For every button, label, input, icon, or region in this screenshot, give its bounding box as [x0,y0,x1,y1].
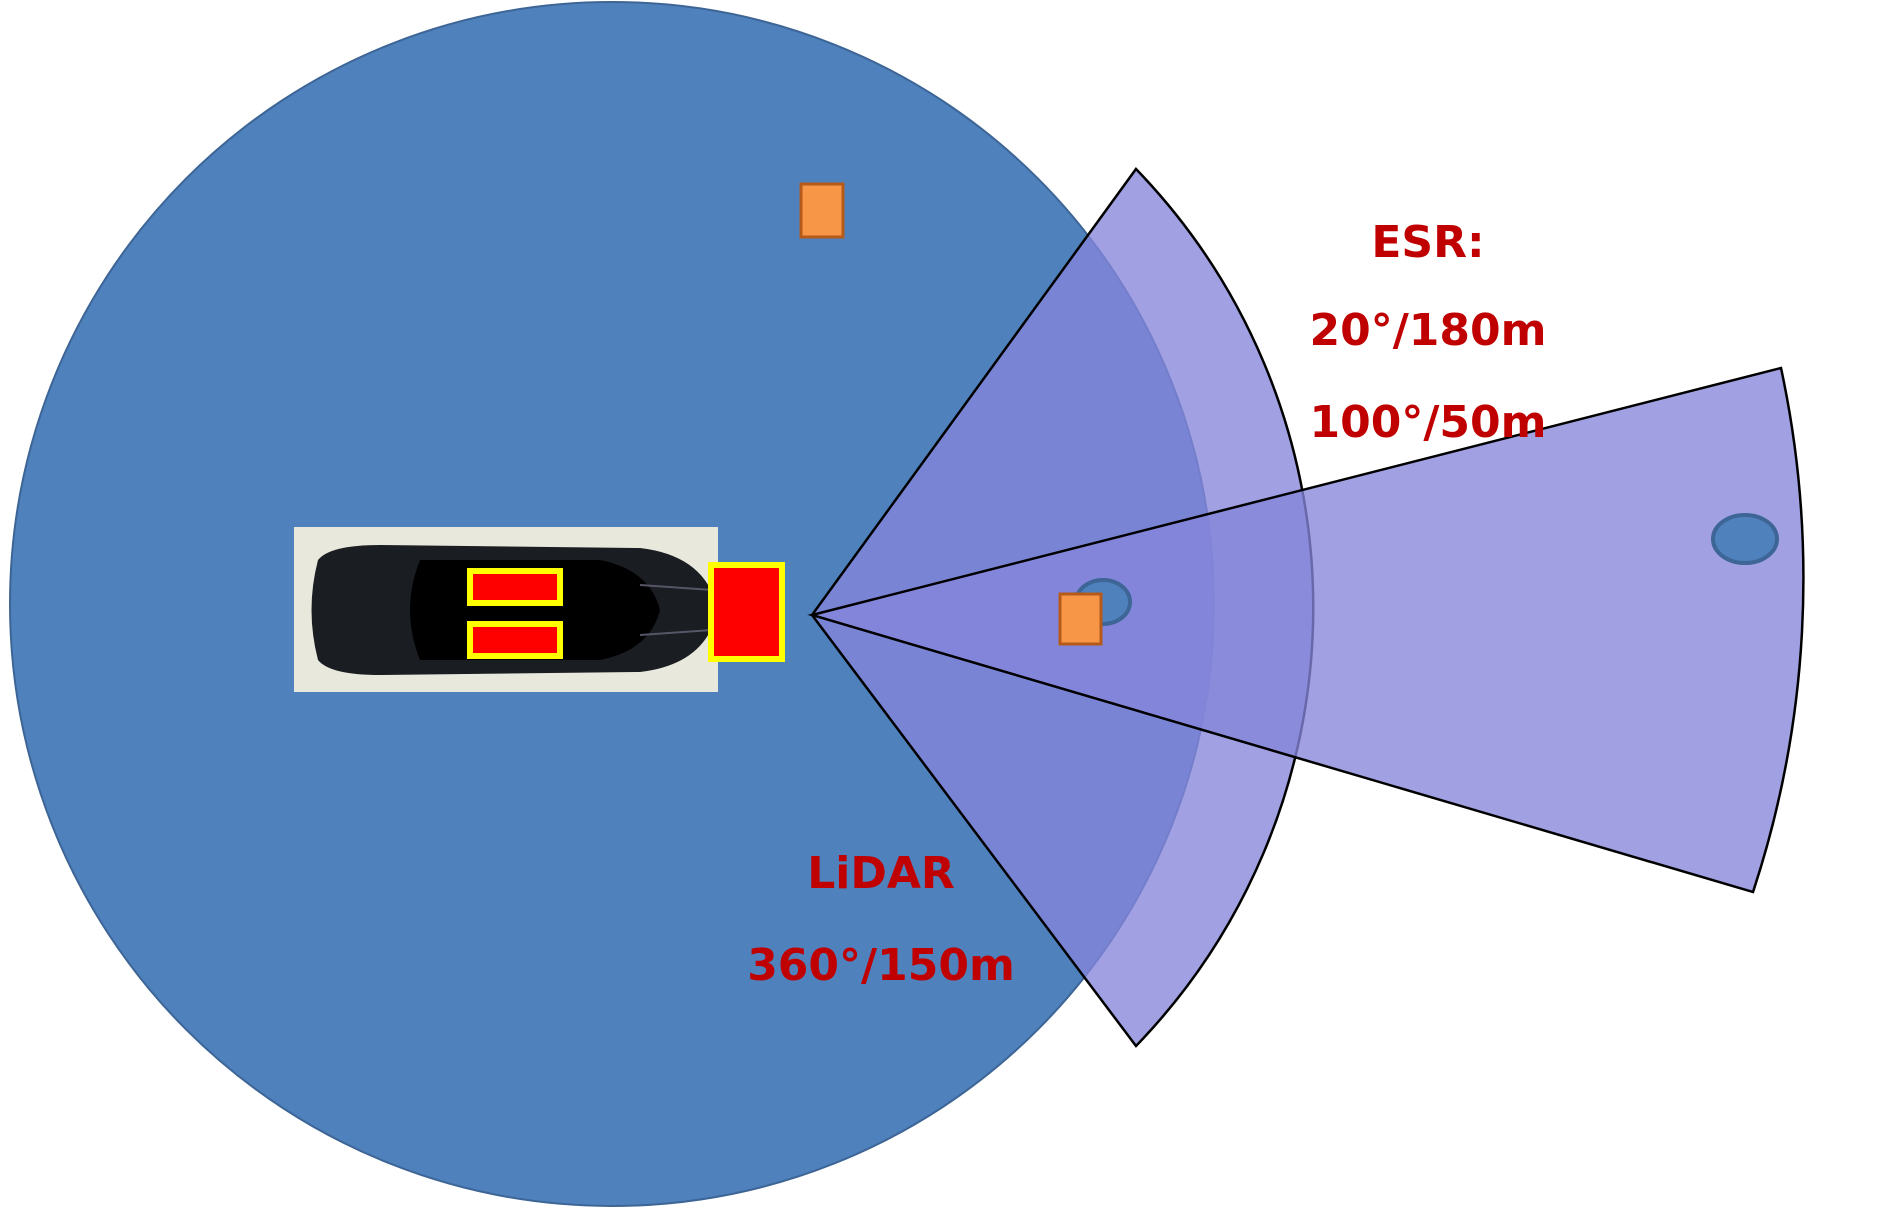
detected-object-ellipse [1711,513,1779,565]
esr-title-label: ESR: [1371,217,1484,268]
vehicle-top-view [294,527,718,692]
esr-long-range-label: 20°/180m [1310,305,1547,356]
esr-long-range-wedge [807,366,1805,894]
target-marker [1058,592,1103,646]
seat-sensor [467,568,563,606]
seat-sensor [467,621,563,659]
lidar-range-label: 360°/150m [747,940,1015,991]
front-sensor [708,562,785,662]
target-marker [799,182,845,239]
esr-mid-range-label: 100°/50m [1310,397,1547,448]
lidar-title-label: LiDAR [807,848,955,899]
